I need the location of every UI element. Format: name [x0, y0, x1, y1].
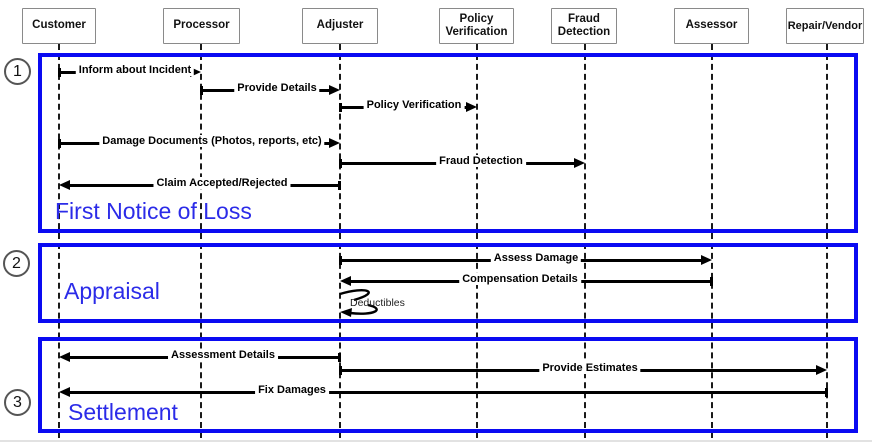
- lifeline-processor: [200, 44, 202, 438]
- message-label: Compensation Details: [459, 273, 581, 285]
- arrowhead-right-icon: [701, 255, 712, 265]
- frame-appraisal: [38, 243, 858, 323]
- actor-customer: Customer: [22, 8, 96, 44]
- message-line: [69, 391, 827, 394]
- message-label: Assessment Details: [168, 349, 278, 361]
- message-label: Provide Estimates: [539, 362, 641, 374]
- message-label: Provide Details: [234, 82, 320, 94]
- frame-first-notice-of-loss: [38, 53, 858, 233]
- frame-settlement: [38, 337, 858, 433]
- phase-title-first-notice-of-loss: First Notice of Loss: [55, 198, 252, 224]
- phase-1-badge: 1: [4, 58, 31, 85]
- actor-adjuster: Adjuster: [302, 8, 378, 44]
- message-label: Fix Damages: [255, 384, 329, 396]
- lifeline-repair-vendor: [826, 44, 828, 438]
- message-label: Fraud Detection: [436, 155, 526, 167]
- message-label: Deductibles: [350, 297, 405, 309]
- actor-processor: Processor: [163, 8, 240, 44]
- arrowhead-right-icon: [574, 158, 585, 168]
- message-label: Policy Verification: [363, 99, 465, 111]
- lifeline-policy-verification: [476, 44, 478, 438]
- arrowhead-left-icon: [59, 387, 70, 397]
- phase-2-badge: 2: [3, 250, 30, 277]
- actor-policy-verification: Policy Verification: [439, 8, 514, 44]
- message-label: Damage Documents (Photos, reports, etc): [99, 135, 325, 147]
- arrowhead-right-icon: [190, 67, 201, 77]
- arrowhead-left-icon: [59, 352, 70, 362]
- phase-title-appraisal: Appraisal: [64, 278, 160, 304]
- actor-assessor: Assessor: [674, 8, 749, 44]
- actor-fraud-detection: Fraud Detection: [551, 8, 617, 44]
- lifeline-customer: [58, 44, 60, 438]
- message-label: Claim Accepted/Rejected: [153, 177, 291, 189]
- arrowhead-left-icon: [340, 276, 351, 286]
- arrowhead-right-icon: [329, 138, 340, 148]
- self-message-loop-icon: [339, 289, 378, 317]
- arrowhead-right-icon: [329, 85, 340, 95]
- message-label: Inform about Incident: [75, 64, 195, 76]
- phase-title-settlement: Settlement: [68, 399, 178, 425]
- actor-repair-vendor: Repair/Vendor: [786, 8, 864, 44]
- bottom-edge-divider: [0, 440, 872, 442]
- phase-3-badge: 3: [4, 389, 31, 416]
- arrowhead-right-icon: [466, 102, 477, 112]
- lifeline-assessor: [711, 44, 713, 438]
- arrowhead-right-icon: [816, 365, 827, 375]
- message-label: Assess Damage: [490, 252, 582, 264]
- lifeline-fraud-detection: [584, 44, 586, 438]
- lifeline-adjuster: [339, 44, 341, 438]
- arrowhead-left-icon: [59, 180, 70, 190]
